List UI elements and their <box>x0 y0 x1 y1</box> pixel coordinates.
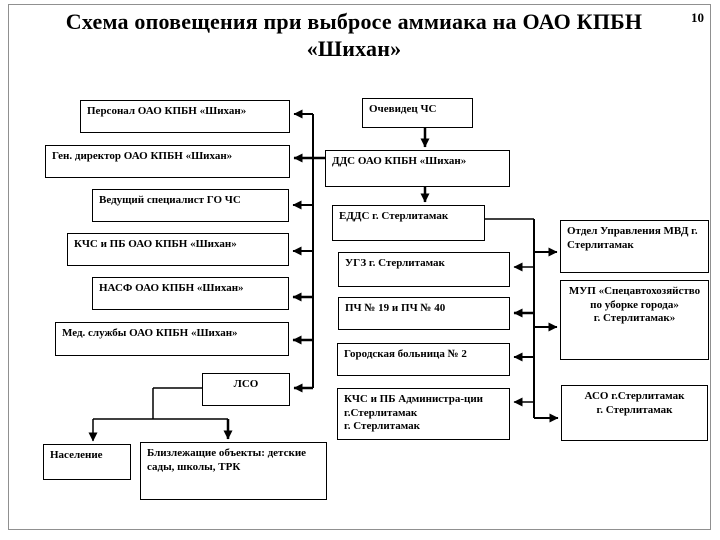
diagram-box-label: сады, школы, ТРК <box>147 460 241 473</box>
diagram-box-label: КЧС и ПБ Администра-ции <box>344 393 483 405</box>
diagram-box-label: г.Стерлитамак <box>344 406 418 419</box>
diagram-box-label: ПЧ № 19 и ПЧ № 40 <box>345 302 446 314</box>
diagram-box-label: ЛСО <box>233 378 259 390</box>
diagram-box-label: Стерлитамак <box>567 238 634 251</box>
diagram-box-label: по уборке города» <box>590 298 679 311</box>
diagram-box-hospital: Городская больница № 2 <box>337 343 510 376</box>
slide-title: Схема оповещения при выбросе аммиака на … <box>24 8 684 62</box>
diagram-box-ugz: УГЗ г. Стерлитамак <box>338 252 510 287</box>
diagram-box-dds: ДДС ОАО КПБН «Шихан» <box>325 150 510 187</box>
diagram-box-pch: ПЧ № 19 и ПЧ № 40 <box>338 297 510 330</box>
slide-title-line2: «Шихан» <box>306 36 402 61</box>
diagram-box-gen-director: Ген. директор ОАО КПБН «Шихан» <box>45 145 290 178</box>
diagram-box-naselenie: Население <box>43 444 131 480</box>
diagram-box-go-chs-specialist: Ведущий специалист ГО ЧС <box>92 189 289 222</box>
diagram-box-label: МУП «Спецавтохозяйство <box>568 285 701 297</box>
diagram-box-label: Население <box>50 449 103 461</box>
diagram-box-med-service: Мед. службы ОАО КПБН «Шихан» <box>55 322 289 356</box>
diagram-box-label: КЧС и ПБ ОАО КПБН «Шихан» <box>74 238 237 250</box>
diagram-box-label: Ведущий специалист ГО ЧС <box>99 194 241 206</box>
diagram-box-label: г. Стерлитамак <box>344 420 420 432</box>
diagram-box-label: г. Стерлитамак <box>596 403 673 416</box>
diagram-box-nasf: НАСФ ОАО КПБН «Шихан» <box>92 277 289 310</box>
diagram-box-label: ЕДДС г. Стерлитамак <box>339 210 449 222</box>
diagram-box-label: АСО г.Стерлитамак <box>584 390 685 402</box>
diagram-box-label: ДДС ОАО КПБН «Шихан» <box>332 155 467 167</box>
slide-border <box>8 4 711 530</box>
diagram-box-mvd: Отдел Управления МВД г.Стерлитамак <box>560 220 709 273</box>
diagram-box-edds: ЕДДС г. Стерлитамак <box>332 205 485 241</box>
diagram-box-label: Очевидец ЧС <box>369 103 437 115</box>
diagram-box-ochevidets: Очевидец ЧС <box>362 98 473 128</box>
diagram-box-label: Отдел Управления МВД г. <box>567 225 698 237</box>
slide-title-line1: Схема оповещения при выбросе аммиака на … <box>65 9 643 34</box>
diagram-box-label: Персонал ОАО КПБН «Шихан» <box>87 105 247 117</box>
diagram-box-label: НАСФ ОАО КПБН «Шихан» <box>99 282 244 294</box>
diagram-box-label: Ген. директор ОАО КПБН «Шихан» <box>52 150 233 162</box>
diagram-box-label: УГЗ г. Стерлитамак <box>345 257 445 269</box>
page-number: 10 <box>691 10 704 25</box>
diagram-box-label: г. Стерлитамак» <box>593 312 676 324</box>
diagram-box-kchs-pb-plant: КЧС и ПБ ОАО КПБН «Шихан» <box>67 233 289 266</box>
diagram-box-personal: Персонал ОАО КПБН «Шихан» <box>80 100 290 133</box>
diagram-box-label: Близлежащие объекты: детские <box>147 447 307 459</box>
diagram-box-label: Мед. службы ОАО КПБН «Шихан» <box>62 327 238 339</box>
diagram-box-label: Городская больница № 2 <box>344 348 467 360</box>
diagram-box-lso: ЛСО <box>202 373 290 406</box>
